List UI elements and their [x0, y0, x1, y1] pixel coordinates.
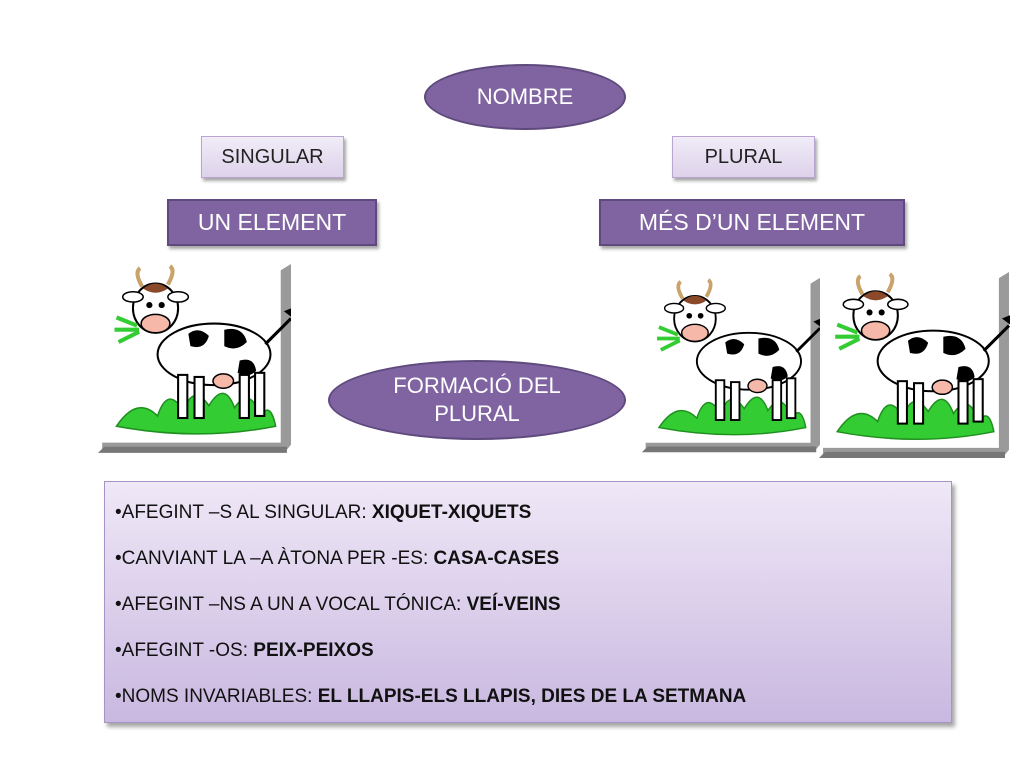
- rule-item: •NOMS INVARIABLES: EL LLAPIS-ELS LLAPIS,…: [115, 680, 951, 726]
- formation-label: FORMACIÓ DEL PLURAL: [393, 373, 561, 426]
- rule-example: EL LLAPIS-ELS LLAPIS, DIES DE LA SETMANA: [317, 686, 747, 707]
- singular-cow-image: [96, 262, 291, 457]
- rule-item: •AFEGINT –S AL SINGULAR: XIQUET-XIQUETS: [115, 496, 951, 542]
- plural-label-box: PLURAL: [672, 136, 815, 178]
- cow-illustration-icon: [98, 264, 291, 453]
- singular-description-box: UN ELEMENT: [167, 199, 377, 246]
- rules-box: •AFEGINT –S AL SINGULAR: XIQUET-XIQUETS …: [104, 481, 952, 723]
- cow-illustration-icon: [641, 277, 820, 453]
- rule-item: •CANVIANT LA –A ÀTONA PER -ES: CASA-CASE…: [115, 542, 951, 588]
- singular-label-box: SINGULAR: [201, 136, 344, 178]
- rule-example: PEIX-PEIXOS: [253, 640, 374, 661]
- singular-label: SINGULAR: [221, 145, 324, 168]
- rule-bullet: •: [115, 686, 122, 707]
- plural-description-box: MÉS D’UN ELEMENT: [599, 199, 905, 246]
- rule-text: AFEGINT –NS A UN A VOCAL TÓNICA:: [121, 594, 467, 615]
- rule-text: AFEGINT -OS:: [121, 640, 254, 661]
- rule-text: CANVIANT LA –A ÀTONA PER -ES:: [121, 548, 434, 569]
- rule-example: CASA-CASES: [433, 548, 560, 569]
- rule-example: VEÍ-VEINS: [466, 594, 561, 615]
- cow-illustration-icon: [819, 272, 1010, 458]
- formation-oval: FORMACIÓ DEL PLURAL: [328, 360, 626, 440]
- rule-example: XIQUET-XIQUETS: [371, 502, 532, 523]
- rule-item: •AFEGINT –NS A UN A VOCAL TÓNICA: VEÍ-VE…: [115, 588, 951, 634]
- root-label: NOMBRE: [476, 84, 574, 109]
- plural-description: MÉS D’UN ELEMENT: [638, 209, 866, 235]
- rule-bullet: •: [115, 502, 122, 523]
- rule-bullet: •: [115, 594, 122, 615]
- plural-cow-image-1: [640, 270, 820, 462]
- rule-item: •AFEGINT -OS: PEIX-PEIXOS: [115, 634, 951, 680]
- rule-text: NOMS INVARIABLES:: [121, 686, 318, 707]
- plural-cow-image-2: [816, 270, 1010, 462]
- plural-label: PLURAL: [704, 145, 783, 168]
- rule-text: AFEGINT –S AL SINGULAR:: [121, 502, 372, 523]
- rule-bullet: •: [115, 640, 122, 661]
- root-oval-nombre: NOMBRE: [424, 64, 626, 130]
- singular-description: UN ELEMENT: [197, 209, 347, 235]
- rule-bullet: •: [115, 548, 122, 569]
